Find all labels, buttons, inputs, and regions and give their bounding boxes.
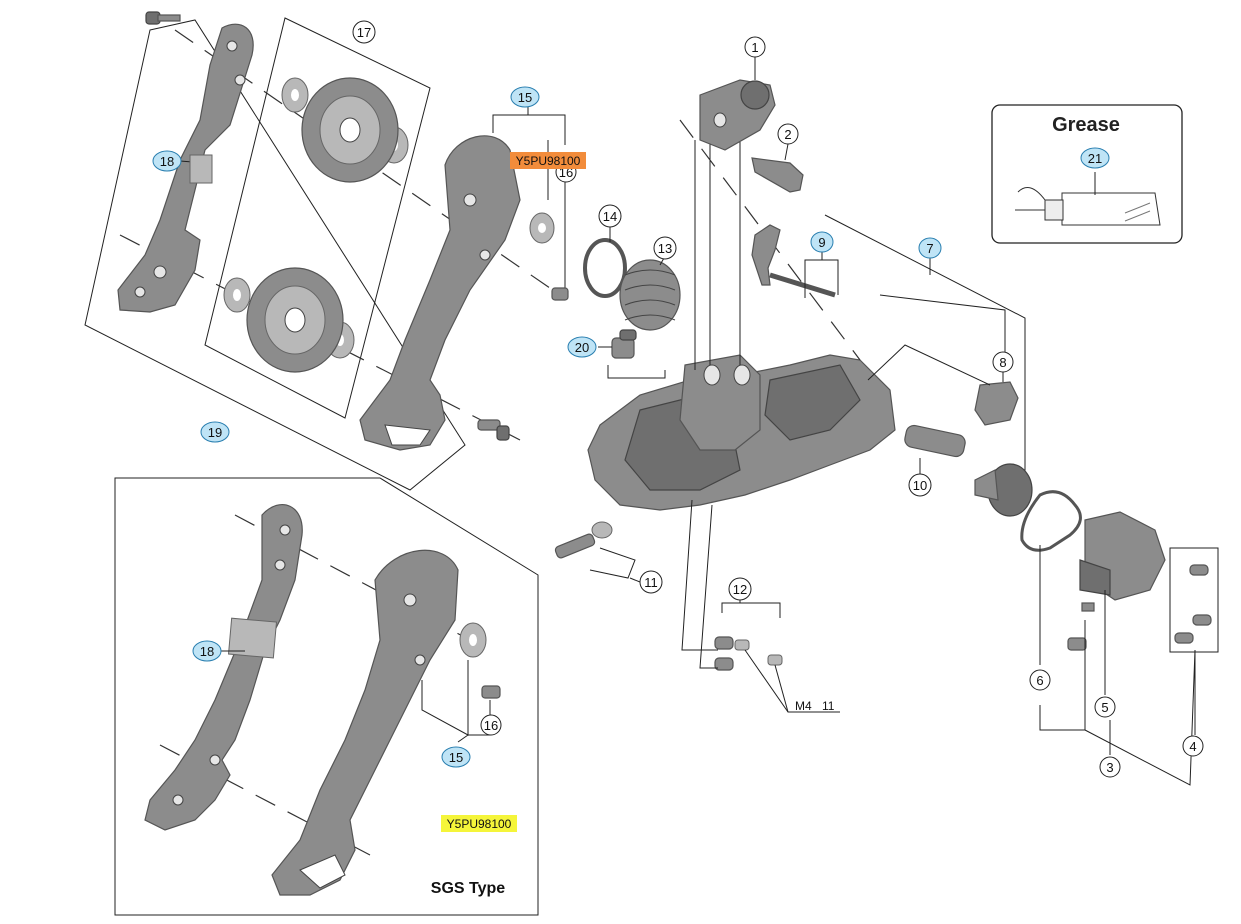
svg-text:3: 3 bbox=[1106, 760, 1113, 775]
callout-2: 2 bbox=[777, 123, 799, 145]
svg-text:12: 12 bbox=[733, 582, 747, 597]
callout-11: 11 bbox=[639, 570, 663, 594]
callout-8: 8 bbox=[992, 351, 1014, 373]
callout-16b: 16 bbox=[480, 714, 502, 736]
svg-text:17: 17 bbox=[357, 25, 371, 40]
callout-12: 12 bbox=[728, 577, 752, 601]
svg-text:15: 15 bbox=[518, 90, 532, 105]
grease-title: Grease bbox=[1052, 114, 1120, 136]
callout-5: 5 bbox=[1094, 696, 1116, 718]
left-cage-group bbox=[84, 11, 561, 491]
callouts: 1 2 17 16 14 13 8 10 11 12 6 5 4 3 16 15… bbox=[152, 20, 1204, 778]
sgs-outer-plate-icon bbox=[271, 549, 459, 896]
callout-9: 9 bbox=[810, 231, 834, 253]
svg-text:16: 16 bbox=[484, 718, 498, 733]
callout-18b: 18 bbox=[192, 640, 222, 662]
screw-icon bbox=[1174, 564, 1212, 644]
small-bolt-icon bbox=[481, 685, 501, 699]
upper-pulley-icon bbox=[301, 77, 399, 183]
svg-text:15: 15 bbox=[449, 750, 463, 765]
svg-text:21: 21 bbox=[1088, 151, 1102, 166]
svg-text:Y5PU98100: Y5PU98100 bbox=[516, 154, 581, 168]
callout-13: 13 bbox=[653, 236, 677, 260]
svg-text:13: 13 bbox=[658, 241, 672, 256]
svg-text:11: 11 bbox=[644, 575, 658, 590]
pivot-bolt-icon bbox=[554, 521, 613, 559]
svg-text:11: 11 bbox=[822, 699, 835, 713]
svg-text:8: 8 bbox=[999, 355, 1006, 370]
callout-21: 21 bbox=[1080, 147, 1110, 169]
cable-fitting-icon bbox=[611, 329, 637, 359]
adjust-screw-icon bbox=[751, 157, 804, 193]
svg-text:18: 18 bbox=[160, 154, 174, 169]
svg-text:14: 14 bbox=[603, 209, 617, 224]
axle-icon bbox=[904, 424, 966, 458]
center-parts-group bbox=[492, 57, 1033, 713]
svg-text:5: 5 bbox=[1101, 700, 1108, 715]
sgs-type-title: SGS Type bbox=[431, 880, 505, 897]
clutch-cover-icon bbox=[974, 463, 1033, 517]
bolt-spec-label: M4 11 bbox=[795, 699, 835, 713]
svg-text:4: 4 bbox=[1189, 739, 1196, 754]
outer-cage-plate-icon bbox=[359, 135, 521, 451]
sgs-inner-plate-icon bbox=[144, 504, 303, 831]
code-label-bottom: Y5PU98100 bbox=[441, 815, 517, 832]
callout-15: 15 bbox=[510, 86, 540, 108]
svg-text:10: 10 bbox=[913, 478, 927, 493]
svg-text:6: 6 bbox=[1036, 673, 1043, 688]
callout-14: 14 bbox=[598, 204, 622, 228]
svg-text:2: 2 bbox=[784, 127, 791, 142]
gasket-icon bbox=[1020, 490, 1082, 552]
svg-text:18: 18 bbox=[200, 644, 214, 659]
callout-1: 1 bbox=[744, 36, 766, 58]
grease-tube-icon bbox=[1015, 172, 1161, 226]
callout-17: 17 bbox=[352, 20, 376, 44]
svg-text:7: 7 bbox=[926, 241, 933, 256]
svg-text:Y5PU98100: Y5PU98100 bbox=[447, 817, 512, 831]
callout-20: 20 bbox=[567, 336, 597, 358]
motor-unit-icon bbox=[1079, 511, 1166, 601]
callout-18: 18 bbox=[152, 150, 182, 172]
svg-text:20: 20 bbox=[575, 340, 589, 355]
snap-ring-icon bbox=[583, 238, 627, 298]
nut-icon bbox=[714, 636, 783, 671]
sgs-type-box bbox=[114, 477, 539, 916]
grease-box: Grease bbox=[991, 104, 1183, 244]
callout-3: 3 bbox=[1099, 756, 1121, 778]
right-motor-group bbox=[1020, 490, 1219, 786]
code-label-top: Y5PU98100 bbox=[510, 152, 586, 169]
svg-text:M4: M4 bbox=[795, 699, 812, 713]
callout-7: 7 bbox=[918, 237, 942, 259]
callout-15b: 15 bbox=[441, 746, 471, 768]
inner-cage-plate-icon bbox=[117, 23, 254, 313]
b-tension-bolt-icon bbox=[751, 224, 836, 298]
small-bolt-icon bbox=[551, 287, 569, 301]
svg-text:19: 19 bbox=[208, 425, 222, 440]
svg-text:9: 9 bbox=[818, 235, 825, 250]
connector-icon bbox=[1067, 602, 1095, 651]
mount-bolt-icon bbox=[699, 79, 776, 151]
cable-stop-icon bbox=[974, 381, 1019, 426]
pulley-bolt-icon bbox=[477, 419, 510, 441]
svg-text:1: 1 bbox=[751, 40, 758, 55]
callout-4: 4 bbox=[1182, 735, 1204, 757]
callout-6: 6 bbox=[1029, 669, 1051, 691]
cage-screw-icon bbox=[145, 11, 181, 25]
callout-10: 10 bbox=[908, 473, 932, 497]
spring-icon bbox=[619, 259, 681, 331]
callout-19: 19 bbox=[200, 421, 230, 443]
b-link-icon bbox=[679, 354, 761, 451]
lower-pulley-icon bbox=[246, 267, 344, 373]
